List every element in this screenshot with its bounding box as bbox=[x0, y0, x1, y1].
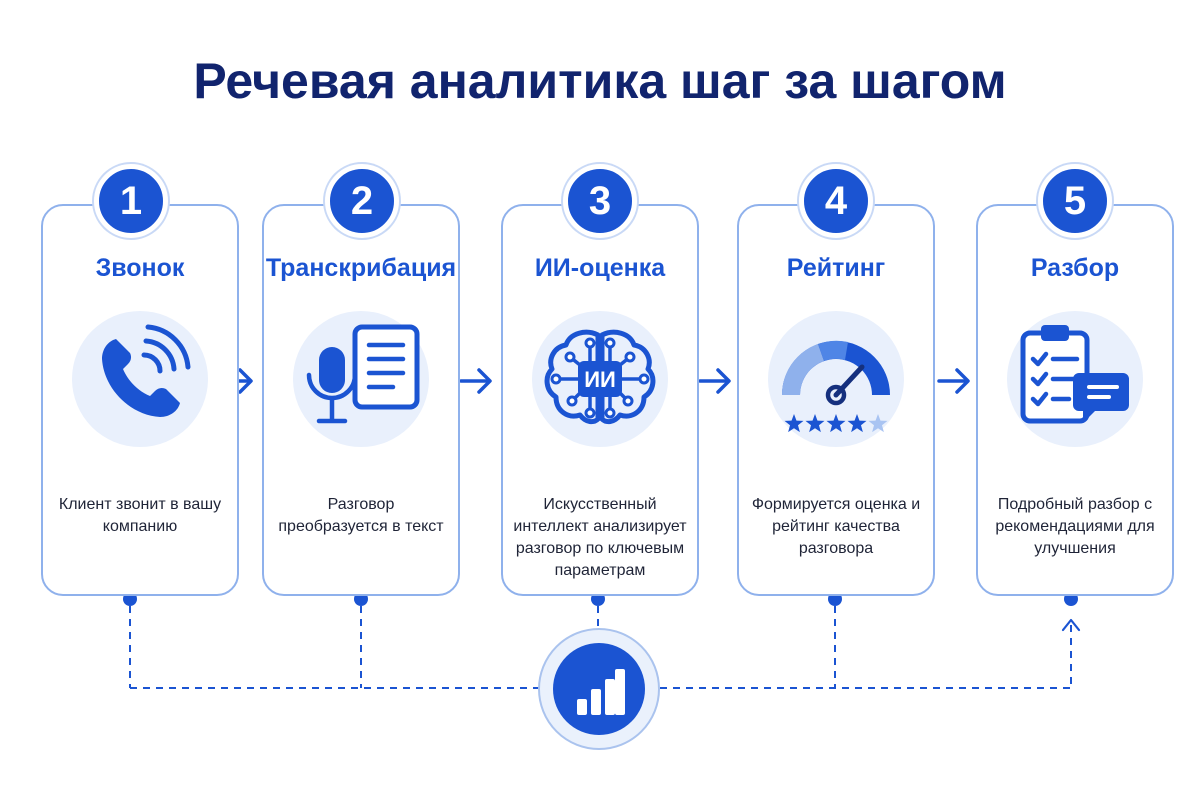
step-title: Звонок bbox=[95, 254, 185, 282]
ai-brain-icon-circle: ИИ bbox=[532, 311, 668, 447]
arrow-right-icon bbox=[698, 368, 731, 394]
step-description: Искусственный интеллект анализирует разг… bbox=[513, 496, 687, 579]
microphone-document-icon bbox=[306, 324, 420, 424]
step-number-badge: 2 bbox=[325, 164, 399, 238]
step-description: Формируется оценка и рейтинг качества ра… bbox=[751, 496, 921, 557]
step-card-call: Звонок Клиент звонит в вашу компанию bbox=[41, 204, 239, 596]
microphone-document-icon-circle bbox=[293, 311, 429, 447]
step-number-badge: 5 bbox=[1038, 164, 1112, 238]
gauge-rating-icon-circle bbox=[768, 311, 904, 447]
arrow-right-icon bbox=[937, 368, 970, 394]
checklist-chat-icon-circle bbox=[1007, 311, 1143, 447]
step-title: Разбор bbox=[1030, 254, 1120, 282]
analytics-hub bbox=[538, 628, 660, 750]
phone-icon bbox=[102, 324, 191, 417]
checklist-chat-icon bbox=[1020, 325, 1129, 424]
ai-brain-icon: ИИ bbox=[544, 329, 656, 425]
page-title: Речевая аналитика шаг за шагом bbox=[193, 53, 1007, 109]
step-card-review: Разбор Подробный разбор с рекомендациями… bbox=[976, 204, 1174, 596]
step-number-badge: 3 bbox=[563, 164, 637, 238]
step-description: Подробный разбор с рекомендациями для ул… bbox=[995, 496, 1155, 557]
step-card-transcription: Транскрибация Разговор преобразуется в т… bbox=[262, 204, 460, 596]
step-number-badge: 4 bbox=[799, 164, 873, 238]
step-number-badge: 1 bbox=[94, 164, 168, 238]
star-filled-icon bbox=[847, 414, 867, 433]
star-filled-icon bbox=[826, 414, 846, 433]
phone-icon-circle bbox=[72, 311, 208, 447]
hub-icon-disc bbox=[553, 643, 645, 735]
gauge-rating-icon bbox=[781, 340, 890, 433]
star-filled-icon bbox=[784, 414, 804, 433]
step-card-ai-evaluation: ИИ-оценка bbox=[501, 204, 699, 596]
step-card-rating: Рейтинг Формируется оценка и рейтинг кач… bbox=[737, 204, 935, 596]
step-description: Разговор преобразуется в текст bbox=[278, 496, 444, 535]
arrow-right-icon bbox=[459, 368, 492, 394]
step-title: Транскрибация bbox=[265, 254, 457, 282]
step-description: Клиент звонит в вашу компанию bbox=[58, 496, 222, 535]
step-title: Рейтинг bbox=[786, 254, 886, 282]
bar-chart-icon bbox=[577, 669, 625, 715]
star-filled-icon bbox=[805, 414, 825, 433]
star-empty-icon bbox=[868, 414, 888, 433]
ai-chip-label: ИИ bbox=[584, 367, 616, 392]
step-title: ИИ-оценка bbox=[534, 254, 666, 282]
rating-stars bbox=[784, 414, 888, 433]
